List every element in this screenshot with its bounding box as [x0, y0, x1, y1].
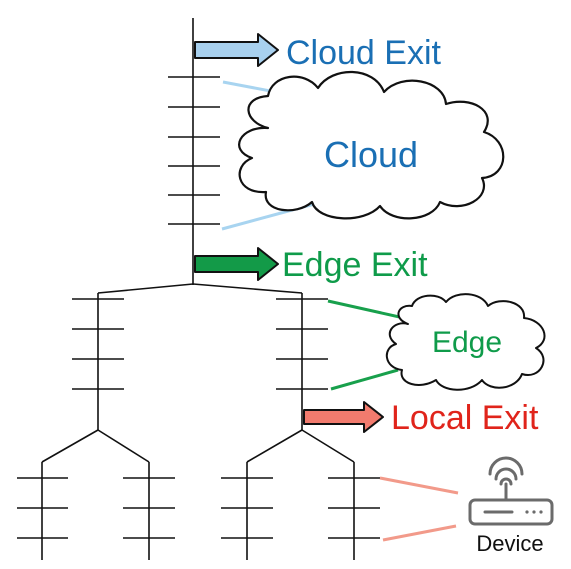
router-icon [468, 456, 554, 526]
device-link-top [379, 476, 459, 495]
cloud-exit-arrow [194, 33, 279, 67]
local-exit-label: Local Exit [391, 399, 539, 437]
device-branches [17, 429, 380, 560]
device-link-bottom [382, 524, 457, 542]
edge-cloud-shape [386, 293, 546, 391]
edge-exit-label: Edge Exit [282, 246, 428, 284]
cloud-shape [238, 70, 505, 220]
edge-branches [72, 283, 328, 430]
cloud-exit-label: Cloud Exit [286, 34, 442, 72]
edge-link-bottom [330, 368, 399, 391]
local-exit-arrow [303, 401, 384, 433]
cloud-label: Cloud [324, 134, 418, 175]
device-label: Device [476, 531, 543, 556]
edge-exit-arrow [194, 247, 279, 281]
edge-link-top [327, 299, 405, 320]
edge-label: Edge [432, 326, 502, 359]
cloud-trunk [168, 18, 220, 285]
